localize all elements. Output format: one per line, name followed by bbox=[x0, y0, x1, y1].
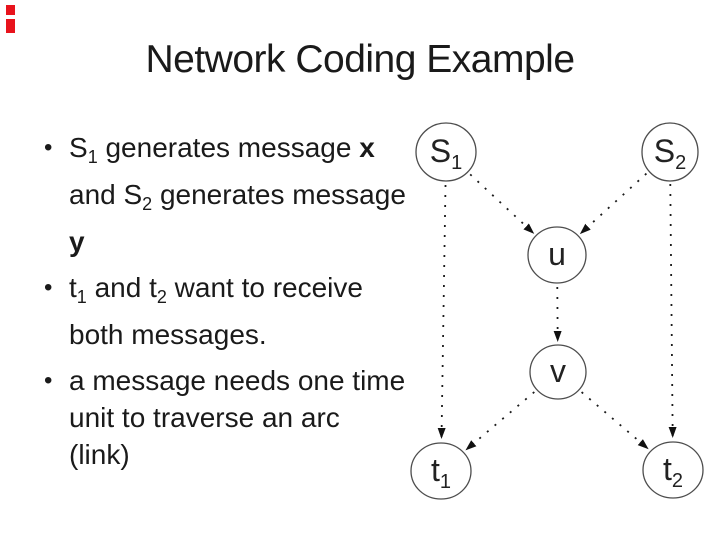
bullet-dot-icon: • bbox=[44, 367, 53, 394]
node-circle bbox=[527, 226, 587, 284]
node-S1: S1 bbox=[415, 122, 477, 182]
bullet-dot-icon: • bbox=[44, 134, 53, 161]
node-circle bbox=[641, 122, 699, 182]
edge-S2-t2 bbox=[668, 183, 677, 438]
node-circle bbox=[529, 344, 587, 400]
node-label: S2 bbox=[654, 133, 686, 174]
red-corner-mark bbox=[6, 5, 15, 15]
bullet-dot-icon: • bbox=[44, 274, 53, 301]
node-label: t1 bbox=[431, 452, 451, 493]
edge-v-t1 bbox=[465, 391, 535, 451]
node-circle bbox=[410, 442, 472, 500]
node-label: S1 bbox=[430, 133, 462, 174]
red-corner-mark bbox=[6, 19, 15, 33]
node-label: t2 bbox=[663, 451, 683, 492]
node-label: v bbox=[550, 353, 566, 389]
node-v: v bbox=[529, 344, 587, 400]
node-circle bbox=[642, 441, 704, 499]
node-t1: t1 bbox=[410, 442, 472, 500]
edge-v-t2 bbox=[581, 391, 649, 450]
node-circle bbox=[415, 122, 477, 182]
edge-S1-u bbox=[469, 173, 535, 234]
page-title: Network Coding Example bbox=[145, 38, 575, 81]
edge-S1-t1 bbox=[437, 184, 447, 439]
node-label: u bbox=[548, 236, 566, 272]
edge-S2-u bbox=[579, 172, 648, 235]
node-t2: t2 bbox=[642, 441, 704, 499]
node-S2: S2 bbox=[641, 122, 699, 182]
node-u: u bbox=[527, 226, 587, 284]
